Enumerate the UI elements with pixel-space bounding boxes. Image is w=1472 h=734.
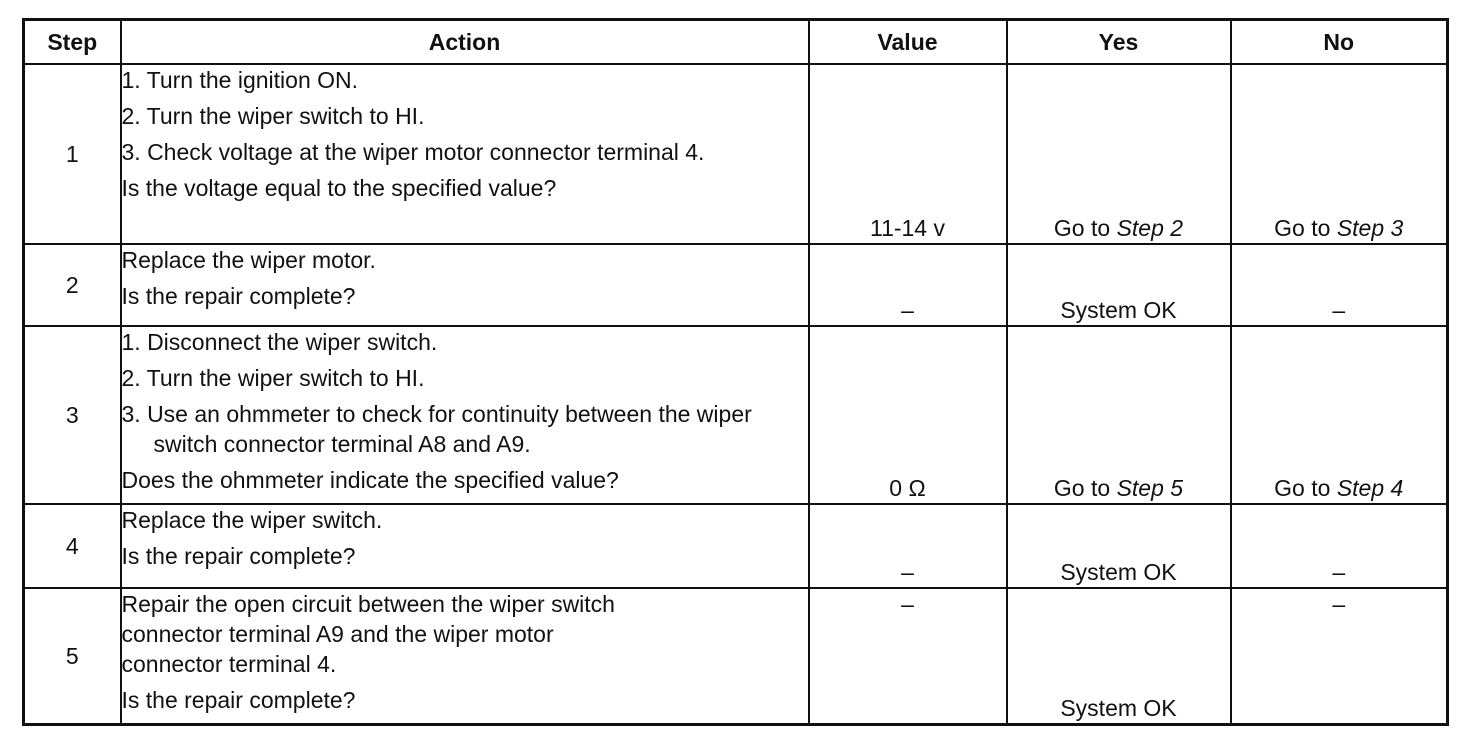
yes-prefix: Go to <box>1053 475 1117 501</box>
diagnostic-table: Step Action Value Yes No 1 1. Turn the i… <box>22 18 1449 726</box>
action-question: Is the repair complete? <box>121 283 356 309</box>
action-cell: 1. Disconnect the wiper switch. 2. Turn … <box>119 325 810 505</box>
step-number: 4 <box>22 503 122 589</box>
value-cell: 11-14 v <box>807 63 1008 245</box>
header-no: No <box>1229 18 1449 65</box>
action-question: Is the repair complete? <box>121 543 356 569</box>
table-header-row: Step Action Value Yes No <box>22 18 1449 65</box>
value-cell: – <box>807 243 1008 327</box>
action-text-line: Repair the open circuit between the wipe… <box>121 591 615 617</box>
action-text: Replace the wiper switch. <box>121 507 383 533</box>
table-row: 2 Replace the wiper motor. Is the repair… <box>22 243 1449 327</box>
no-cell: – <box>1229 587 1449 725</box>
table-row: 1 1. Turn the ignition ON. 2. Turn the w… <box>22 63 1449 245</box>
step-number: 3 <box>22 325 122 505</box>
yes-cell: System OK <box>1005 503 1232 589</box>
value-cell: 0 Ω <box>807 325 1008 505</box>
no-step-link[interactable]: Step 4 <box>1336 475 1404 501</box>
no-cell: Go to Step 4 <box>1229 325 1449 505</box>
table-row: 4 Replace the wiper switch. Is the repai… <box>22 503 1449 589</box>
action-item: 2. Turn the wiper switch to HI. <box>121 103 425 129</box>
value-cell: – <box>807 503 1008 589</box>
action-text-line: connector terminal A9 and the wiper moto… <box>121 621 554 647</box>
table-row: 3 1. Disconnect the wiper switch. 2. Tur… <box>22 325 1449 505</box>
no-prefix: Go to <box>1274 475 1337 501</box>
yes-cell: System OK <box>1005 587 1232 725</box>
no-cell: – <box>1229 243 1449 327</box>
table-row: 5 Repair the open circuit between the wi… <box>22 587 1449 725</box>
header-value: Value <box>807 18 1008 65</box>
no-prefix: Go to <box>1274 215 1337 241</box>
action-question: Does the ohmmeter indicate the specified… <box>121 467 619 493</box>
action-item: 3. Check voltage at the wiper motor conn… <box>121 139 705 165</box>
header-step: Step <box>22 18 122 65</box>
header-action: Action <box>119 18 810 65</box>
value-cell: – <box>807 587 1008 725</box>
action-cell: 1. Turn the ignition ON. 2. Turn the wip… <box>119 63 810 245</box>
yes-step-link[interactable]: Step 5 <box>1116 475 1184 501</box>
header-yes: Yes <box>1005 18 1232 65</box>
no-cell: – <box>1229 503 1449 589</box>
action-question: Is the repair complete? <box>121 687 356 713</box>
action-text-line: connector terminal 4. <box>121 651 337 677</box>
action-item: 1. Disconnect the wiper switch. <box>121 329 438 355</box>
action-text: Replace the wiper motor. <box>121 247 376 273</box>
action-cell: Replace the wiper switch. Is the repair … <box>119 503 810 589</box>
step-number: 5 <box>22 587 122 725</box>
yes-cell: Go to Step 2 <box>1005 63 1232 245</box>
action-item: 3. Use an ohmmeter to check for continui… <box>121 401 752 457</box>
yes-prefix: Go to <box>1053 215 1117 241</box>
action-cell: Repair the open circuit between the wipe… <box>119 587 810 725</box>
yes-cell: Go to Step 5 <box>1005 325 1232 505</box>
action-question: Is the voltage equal to the specified va… <box>121 175 557 201</box>
action-item: 1. Turn the ignition ON. <box>121 67 359 93</box>
action-item: 2. Turn the wiper switch to HI. <box>121 365 425 391</box>
no-step-link[interactable]: Step 3 <box>1336 215 1404 241</box>
no-cell: Go to Step 3 <box>1229 63 1449 245</box>
step-number: 2 <box>22 243 122 327</box>
action-cell: Replace the wiper motor. Is the repair c… <box>119 243 810 327</box>
yes-cell: System OK <box>1005 243 1232 327</box>
yes-step-link[interactable]: Step 2 <box>1116 215 1184 241</box>
step-number: 1 <box>22 63 122 245</box>
